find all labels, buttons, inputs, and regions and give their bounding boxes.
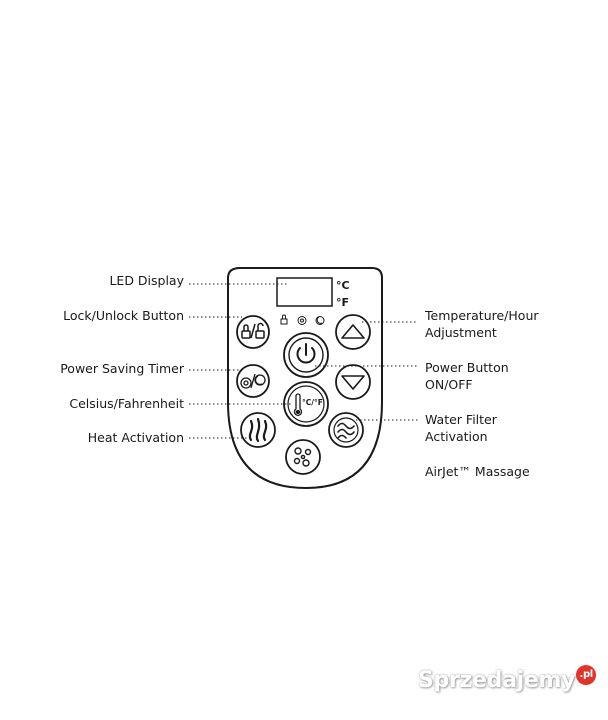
label-power-saving: Power Saving Timer xyxy=(60,361,184,376)
water-filter-button[interactable] xyxy=(328,412,364,448)
label-water-filter-line2: Activation xyxy=(425,429,488,444)
label-airjet-massage: AirJet™ Massage xyxy=(425,464,530,479)
label-temperature-hour-line1: Temperature/Hour xyxy=(425,308,539,323)
flame-waves-icon xyxy=(248,417,268,443)
temperature-down-button[interactable] xyxy=(335,364,371,400)
triangle-down-icon xyxy=(341,375,365,390)
airjet-massage-button[interactable] xyxy=(285,439,321,475)
power-icon xyxy=(296,343,316,364)
celsius-unit: °C xyxy=(336,279,350,292)
celsius-fahrenheit-button[interactable] xyxy=(283,381,329,427)
label-power-button-line2: ON/OFF xyxy=(425,377,473,392)
padlock-pair-icon xyxy=(241,322,265,339)
label-water-filter-line1: Water Filter xyxy=(425,412,497,427)
label-power-button: Power Button ON/OFF xyxy=(425,359,509,393)
watermark: Sprzedajemy.pl xyxy=(418,665,597,695)
timer-clock-icon xyxy=(240,373,266,389)
label-celsius-fahrenheit: Celsius/Fahrenheit xyxy=(69,396,184,411)
label-temperature-hour: Temperature/Hour Adjustment xyxy=(425,307,539,341)
fahrenheit-unit: °F xyxy=(336,296,350,309)
thermometer-icon xyxy=(293,393,303,417)
water-filter-icon xyxy=(337,422,355,439)
bubbles-icon xyxy=(293,447,312,467)
status-moon-icon xyxy=(315,316,325,325)
label-power-button-line1: Power Button xyxy=(425,360,509,375)
power-saving-timer-button[interactable] xyxy=(236,364,270,398)
led-display-screen xyxy=(276,277,333,307)
temperature-up-button[interactable] xyxy=(335,314,371,350)
label-temperature-hour-line2: Adjustment xyxy=(425,325,497,340)
label-led-display: LED Display xyxy=(109,273,184,288)
control-panel-outline xyxy=(227,267,383,490)
triangle-up-icon xyxy=(341,324,365,339)
status-clock-icon xyxy=(297,316,307,325)
label-lock-unlock: Lock/Unlock Button xyxy=(63,308,184,323)
status-lock-icon xyxy=(280,314,288,325)
label-heat-activation: Heat Activation xyxy=(87,430,184,445)
watermark-brand: Sprzedajemy xyxy=(418,668,576,693)
label-water-filter: Water Filter Activation xyxy=(425,411,497,445)
lock-unlock-button[interactable] xyxy=(236,315,270,349)
cf-button-text: °C/°F xyxy=(302,398,323,407)
heat-activation-button[interactable] xyxy=(240,412,276,448)
watermark-tld: .pl xyxy=(576,665,597,685)
power-button[interactable] xyxy=(283,332,329,378)
